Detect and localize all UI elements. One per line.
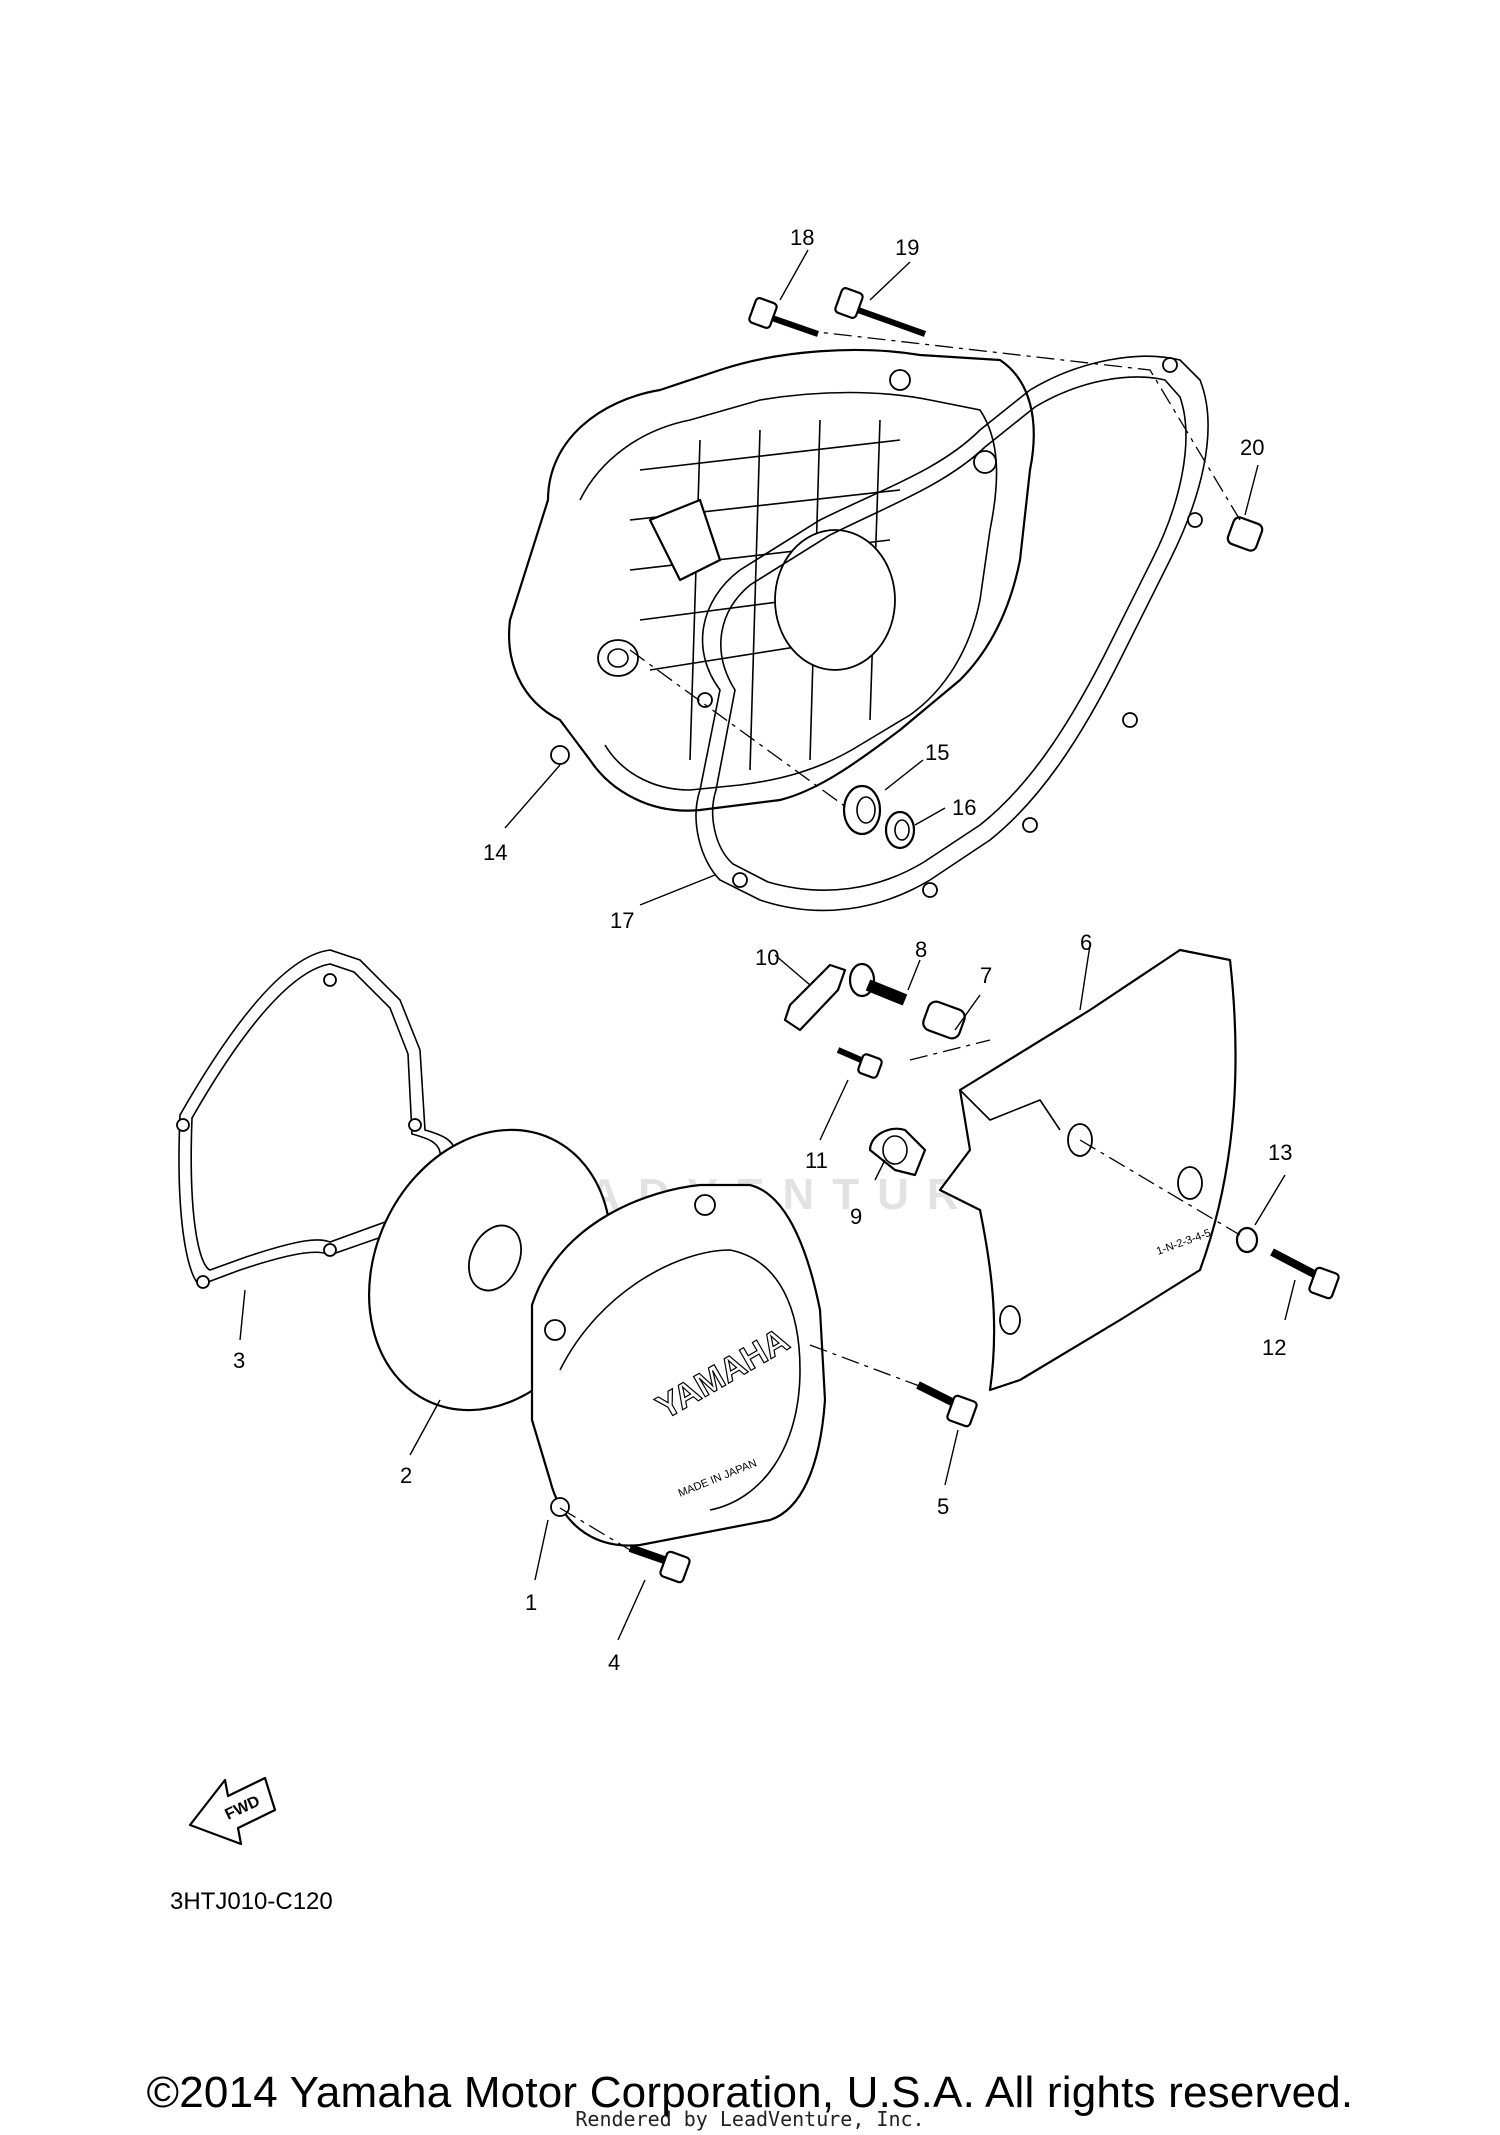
leader-lines xyxy=(239,249,1296,1641)
callout-2: 2 xyxy=(400,1463,412,1488)
rendered-by-notice: Rendered by LeadVenture, Inc. xyxy=(575,2107,925,2131)
callout-13: 13 xyxy=(1268,1140,1292,1165)
part-11-screw[interactable] xyxy=(836,1047,883,1079)
diagram-code: 3HTJ010-C120 xyxy=(170,1888,333,1915)
part-1-magneto-cover[interactable]: YAMAHA MADE IN JAPAN xyxy=(530,1183,827,1547)
callout-15: 15 xyxy=(925,740,949,765)
callout-10: 10 xyxy=(755,945,779,970)
callout-18: 18 xyxy=(790,225,814,250)
callout-20: 20 xyxy=(1240,435,1264,460)
callout-19: 19 xyxy=(895,235,919,260)
part-14-crankcase-cover[interactable] xyxy=(508,348,1035,812)
part-10-bracket[interactable] xyxy=(783,963,847,1032)
part-6-cover[interactable]: 1-N-2-3-4-5 xyxy=(938,948,1237,1392)
callout-16: 16 xyxy=(952,795,976,820)
part-20-dowel[interactable] xyxy=(1226,516,1264,553)
callout-5: 5 xyxy=(937,1494,949,1519)
callout-11: 11 xyxy=(805,1148,828,1173)
alignment-lines xyxy=(559,329,1241,1551)
fwd-arrow-icon: FWD xyxy=(188,1776,277,1846)
callout-numbers: 1 2 3 4 5 6 7 8 9 10 11 12 13 14 15 16 1… xyxy=(233,225,1292,1675)
part-8-bushing[interactable] xyxy=(848,962,908,1006)
callout-1: 1 xyxy=(525,1590,537,1615)
callout-3: 3 xyxy=(233,1348,245,1373)
copyright-notice: ©2014 Yamaha Motor Corporation, U.S.A. A… xyxy=(146,2068,1354,2117)
callout-8: 8 xyxy=(915,937,927,962)
callout-17: 17 xyxy=(610,908,634,933)
callout-9: 9 xyxy=(850,1204,862,1229)
part-18-bolt[interactable] xyxy=(748,297,819,337)
part-16-circlip[interactable] xyxy=(884,810,916,850)
callout-7: 7 xyxy=(980,963,992,988)
part-15-oil-seal[interactable] xyxy=(842,784,882,836)
callout-14: 14 xyxy=(483,840,507,865)
part-19-bolt[interactable] xyxy=(834,287,927,337)
part-4-bolt[interactable] xyxy=(628,1544,691,1584)
part-5-bolt[interactable] xyxy=(916,1381,978,1428)
callout-4: 4 xyxy=(608,1650,620,1675)
part-17-gasket[interactable] xyxy=(695,355,1209,912)
part-7-collar[interactable] xyxy=(921,999,967,1040)
part-12-bolt[interactable] xyxy=(1270,1248,1340,1300)
part-9-damper[interactable] xyxy=(868,1127,927,1177)
callout-12: 12 xyxy=(1262,1335,1286,1360)
callout-6: 6 xyxy=(1080,930,1092,955)
part-13-washer[interactable] xyxy=(1235,1226,1259,1254)
